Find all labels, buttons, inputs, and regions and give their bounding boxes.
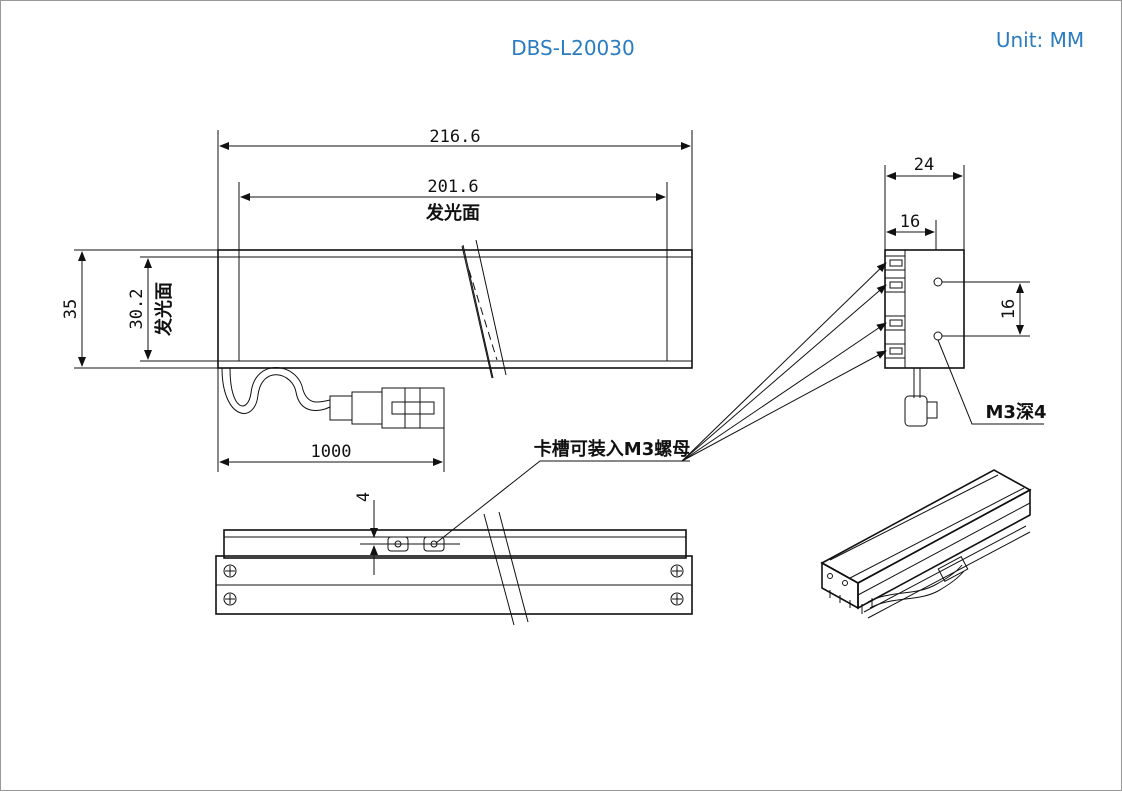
hole-leader bbox=[937, 339, 1044, 425]
dim-emitting-length-text: 201.6 bbox=[427, 177, 478, 197]
screw-icon bbox=[223, 564, 237, 578]
dim-overall-length-text: 216.6 bbox=[429, 127, 480, 147]
model-title: DBS-L20030 bbox=[511, 36, 634, 60]
screw-icon bbox=[670, 592, 684, 606]
dim-emitting-height-text: 30.2 bbox=[127, 289, 147, 330]
dim-slot-offset-text: 4 bbox=[354, 492, 374, 502]
isometric-view bbox=[820, 469, 1032, 619]
bottom-top-rail bbox=[223, 529, 687, 559]
slot-leader-bottom bbox=[435, 460, 690, 544]
screw-icon bbox=[223, 592, 237, 606]
dim-side-inner-text: 16 bbox=[900, 212, 920, 232]
emitting-label-top: 发光面 bbox=[425, 202, 480, 224]
bottom-view: 4 bbox=[215, 492, 693, 626]
front-body-outline bbox=[217, 249, 693, 369]
dim-hole-pitch-text: 16 bbox=[999, 299, 1019, 319]
mount-hole-bottom bbox=[933, 331, 943, 341]
unit-label: Unit: MM bbox=[996, 28, 1084, 52]
connector bbox=[329, 395, 353, 421]
slot-note: 卡槽可装入M3螺母 bbox=[534, 438, 690, 460]
side-view: 16 24 16 M3深4 bbox=[884, 155, 1047, 427]
dim-cable-length-text: 1000 bbox=[311, 442, 352, 462]
slot-annotation: 卡槽可装入M3螺母 bbox=[435, 262, 887, 544]
screw-icon bbox=[670, 564, 684, 578]
mount-hole-top bbox=[933, 277, 943, 287]
side-body-outline bbox=[884, 249, 965, 369]
cable bbox=[221, 367, 331, 414]
dim-side-width-text: 24 bbox=[914, 155, 934, 175]
side-connector bbox=[904, 395, 928, 427]
emitting-label-side: 发光面 bbox=[153, 282, 175, 337]
front-view: 216.6 201.6 发光面 35 30.2 发光面 1000 bbox=[61, 127, 693, 472]
hole-note: M3深4 bbox=[986, 401, 1047, 423]
dim-height-text: 35 bbox=[61, 299, 81, 319]
